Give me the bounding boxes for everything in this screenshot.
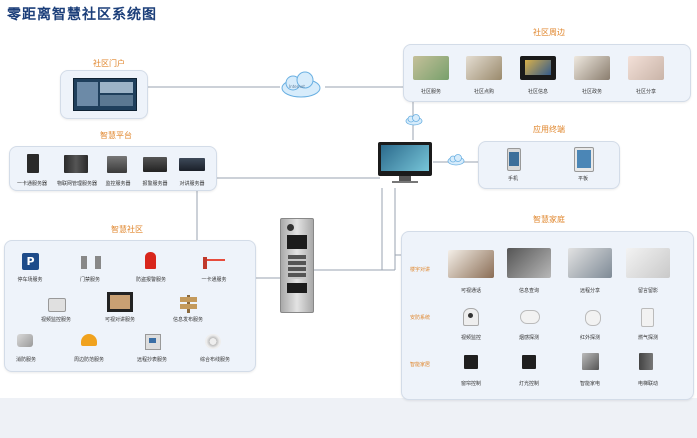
app-terminal-panel xyxy=(478,141,620,189)
safety-helmet-icon xyxy=(81,334,97,346)
server-label: 物联网管理服务器 xyxy=(56,181,97,187)
appliance-panel-icon xyxy=(582,353,599,370)
info-query-image xyxy=(507,248,551,278)
community-item-label: 可视对讲服务 xyxy=(104,317,135,323)
camera-icon xyxy=(463,308,479,326)
peripheral-item-label: 社区政务 xyxy=(581,89,602,95)
server-label: 对讲服务器 xyxy=(179,181,205,187)
community-item-label: 综合布线服务 xyxy=(199,357,230,363)
smart-home-item-label: 燃气探测 xyxy=(637,335,658,341)
infrared-detector-icon xyxy=(585,310,601,326)
community-item-label: 一卡通服务 xyxy=(201,277,227,283)
barrier-gate-icon xyxy=(203,257,225,269)
intercom-server-icon xyxy=(179,158,205,171)
server-label: 监控服务器 xyxy=(105,181,131,187)
portal-screen-image xyxy=(73,78,137,111)
info-board-icon xyxy=(180,295,197,313)
smart-home-item-label: 电梯联动 xyxy=(637,381,658,387)
access-gate-icon xyxy=(81,254,101,269)
smart-home-row-label: 智能家居 xyxy=(410,362,431,368)
app-terminal-item-label: 平板 xyxy=(577,176,588,182)
peripheral-item-label: 社区点购 xyxy=(473,89,494,95)
community-item-label: 视频监控服务 xyxy=(40,317,71,323)
community-item-label: 周边防范服务 xyxy=(73,357,104,363)
community-info-image xyxy=(520,56,556,80)
community-item-label: 门禁服务 xyxy=(79,277,100,283)
community-affairs-image xyxy=(574,56,610,80)
community-item-label: 信息发布服务 xyxy=(172,317,203,323)
server-label: 报警服务器 xyxy=(142,181,168,187)
page-title: 零距离智慧社区系统图 xyxy=(7,7,157,23)
community-gate-title: 社区门户 xyxy=(93,59,125,68)
community-peripheral-title: 社区周边 xyxy=(533,28,565,37)
smart-home-row-label: 安防系统 xyxy=(410,315,431,321)
platform-title: 智慧平台 xyxy=(100,131,132,140)
community-item-label: 防盗报警服务 xyxy=(135,277,166,283)
community-item-label: 远程抄表服务 xyxy=(136,357,167,363)
community-service-image xyxy=(413,56,449,80)
smart-home-item-label: 灯光控制 xyxy=(518,381,539,387)
smoke-detector-icon xyxy=(520,310,540,324)
peripheral-item-label: 社区分享 xyxy=(635,89,656,95)
smart-home-item-label: 远程分享 xyxy=(579,288,600,294)
smart-home-item-label: 留言留影 xyxy=(637,288,658,294)
card-server-icon xyxy=(27,154,39,173)
community-item-label: 消防服务 xyxy=(15,357,36,363)
elevator-icon xyxy=(639,353,653,370)
video-intercom-icon xyxy=(107,292,133,312)
community-share-image xyxy=(628,56,664,80)
smart-community-title: 智慧社区 xyxy=(111,225,143,234)
iot-server-icon xyxy=(64,155,88,173)
peripheral-item-label: 社区服务 xyxy=(420,89,441,95)
cloud-icon xyxy=(405,114,423,126)
community-shopping-image xyxy=(466,56,502,80)
cloud-icon xyxy=(447,154,465,166)
server-label: 一卡通服务器 xyxy=(16,181,47,187)
smart-home-row-label: 楼宇对讲 xyxy=(410,267,431,273)
smart-home-item-label: 智能家电 xyxy=(579,381,600,387)
remote-meter-icon xyxy=(145,334,161,350)
message-image xyxy=(626,248,670,278)
phone-icon xyxy=(507,148,521,171)
curtain-switch-icon xyxy=(464,355,478,369)
smart-home-item-label: 视频监控 xyxy=(460,335,481,341)
door-intercom-panel xyxy=(280,218,314,313)
video-call-image xyxy=(448,250,494,278)
smart-home-item-label: 红外探测 xyxy=(579,335,600,341)
peripheral-item-label: 社区信息 xyxy=(527,89,548,95)
light-switch-icon xyxy=(522,355,536,369)
smart-home-item-label: 窗帘控制 xyxy=(460,381,481,387)
smart-home-item-label: 烟感探测 xyxy=(518,335,539,341)
smart-home-item-label: 可视通话 xyxy=(460,288,481,294)
gas-detector-icon xyxy=(641,308,654,327)
tablet-icon xyxy=(574,147,594,172)
cabling-icon xyxy=(205,334,221,349)
remote-share-image xyxy=(568,248,612,278)
fire-service-icon xyxy=(17,334,33,347)
internet-cloud-icon xyxy=(281,71,321,98)
app-terminal-item-label: 手机 xyxy=(507,176,518,182)
alarm-light-icon xyxy=(145,252,156,269)
parking-icon: P xyxy=(22,253,39,270)
app-terminal-title: 应用终端 xyxy=(533,125,565,134)
smart-home-title: 智慧家庭 xyxy=(533,215,565,224)
monitoring-server-icon xyxy=(107,156,127,173)
video-camera-icon xyxy=(48,298,66,312)
alarm-server-icon xyxy=(143,157,167,172)
smart-home-item-label: 信息查询 xyxy=(518,288,539,294)
central-management-monitor xyxy=(378,142,432,183)
community-item-label: 停车场服务 xyxy=(17,277,43,283)
internet-label: Internet xyxy=(289,84,305,89)
